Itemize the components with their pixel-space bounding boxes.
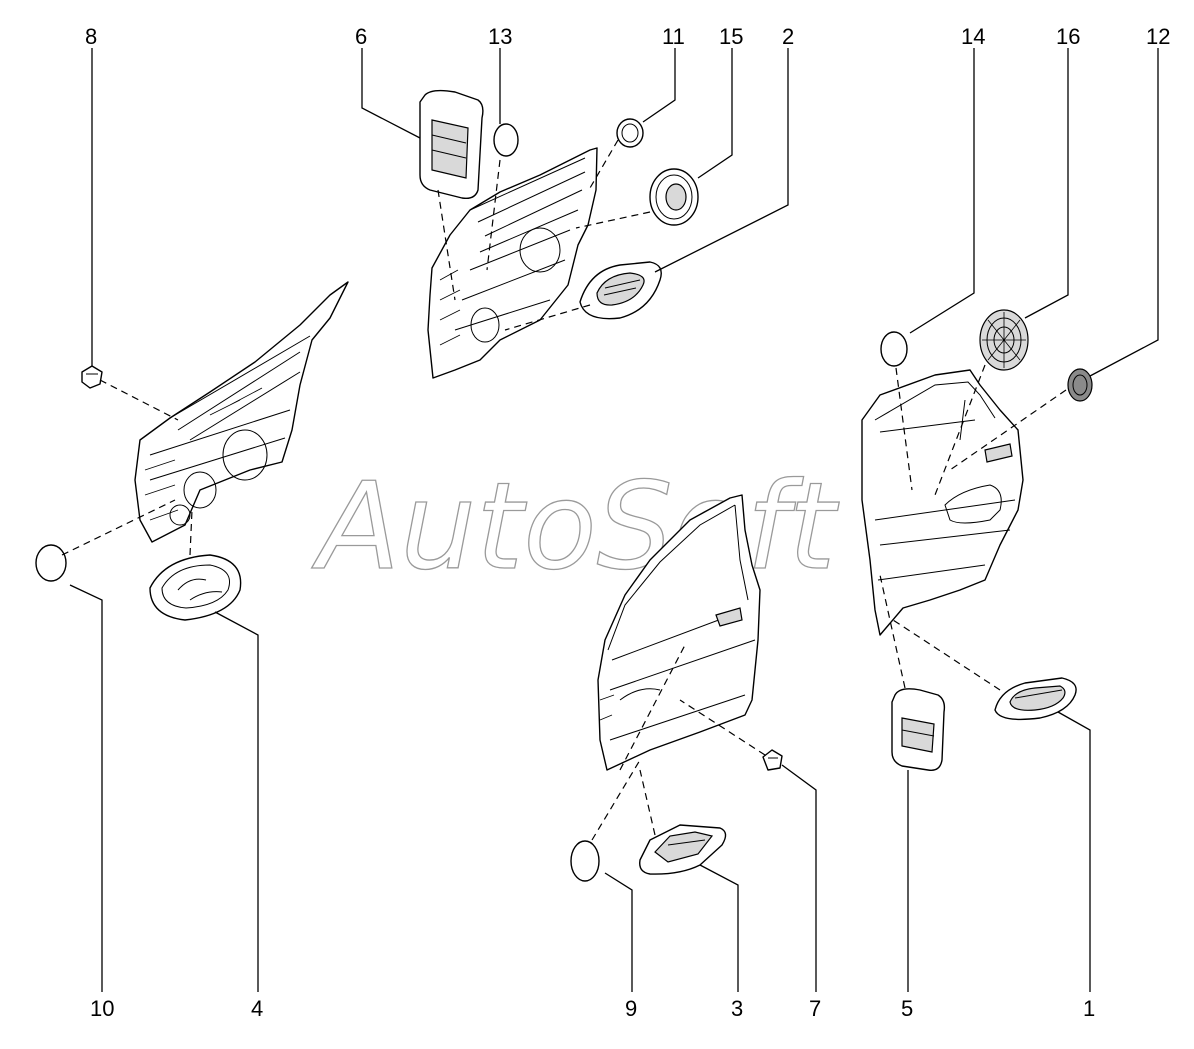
callout-1: 1: [1083, 996, 1095, 1021]
part-11-plug: [616, 118, 644, 148]
part-12-speaker: [1067, 368, 1093, 402]
callout-8: 8: [85, 24, 97, 49]
front-door-outer-panel: [597, 494, 761, 771]
callout-14: 14: [961, 24, 985, 49]
watermark-text: AutoSoft: [311, 458, 839, 597]
part-15-grommet: [649, 168, 699, 226]
part-14-plug: [880, 331, 908, 367]
callout-9: 9: [625, 996, 637, 1021]
callout-15: 15: [719, 24, 743, 49]
part-2-seal: [579, 261, 662, 320]
part-9-plug: [570, 840, 600, 882]
callout-16: 16: [1056, 24, 1080, 49]
part-7-clip: [762, 749, 783, 771]
assembly-dashed-lines: [61, 139, 1067, 841]
part-8-clip: [81, 365, 103, 389]
callout-leader-lines: [69, 48, 1159, 992]
part-3-seal: [639, 824, 727, 875]
part-5-handle-bezel: [891, 688, 946, 771]
part-16-speaker-grille: [979, 309, 1029, 371]
part-10-plug: [35, 544, 67, 582]
part-4-seal: [149, 554, 242, 621]
callout-11: 11: [662, 24, 685, 49]
front-door-inner-frame: [134, 281, 349, 543]
callout-13: 13: [488, 24, 512, 49]
callout-10: 10: [90, 996, 114, 1021]
callout-3: 3: [731, 996, 743, 1021]
callout-6: 6: [355, 24, 367, 49]
callout-2: 2: [782, 24, 794, 49]
rear-door-outer-panel: [861, 369, 1024, 636]
part-13-plug: [493, 123, 519, 157]
rear-door-inner-frame: [427, 147, 598, 379]
callout-7: 7: [809, 996, 821, 1021]
callout-labels: 8 6 13 11 15 2 14 16 12 10 4 9 3 7 5 1: [85, 24, 1170, 1021]
callout-12: 12: [1146, 24, 1170, 49]
callout-5: 5: [901, 996, 913, 1021]
part-6-handle-bezel: [419, 89, 484, 200]
callout-4: 4: [251, 996, 263, 1021]
part-1-seal: [994, 677, 1077, 721]
